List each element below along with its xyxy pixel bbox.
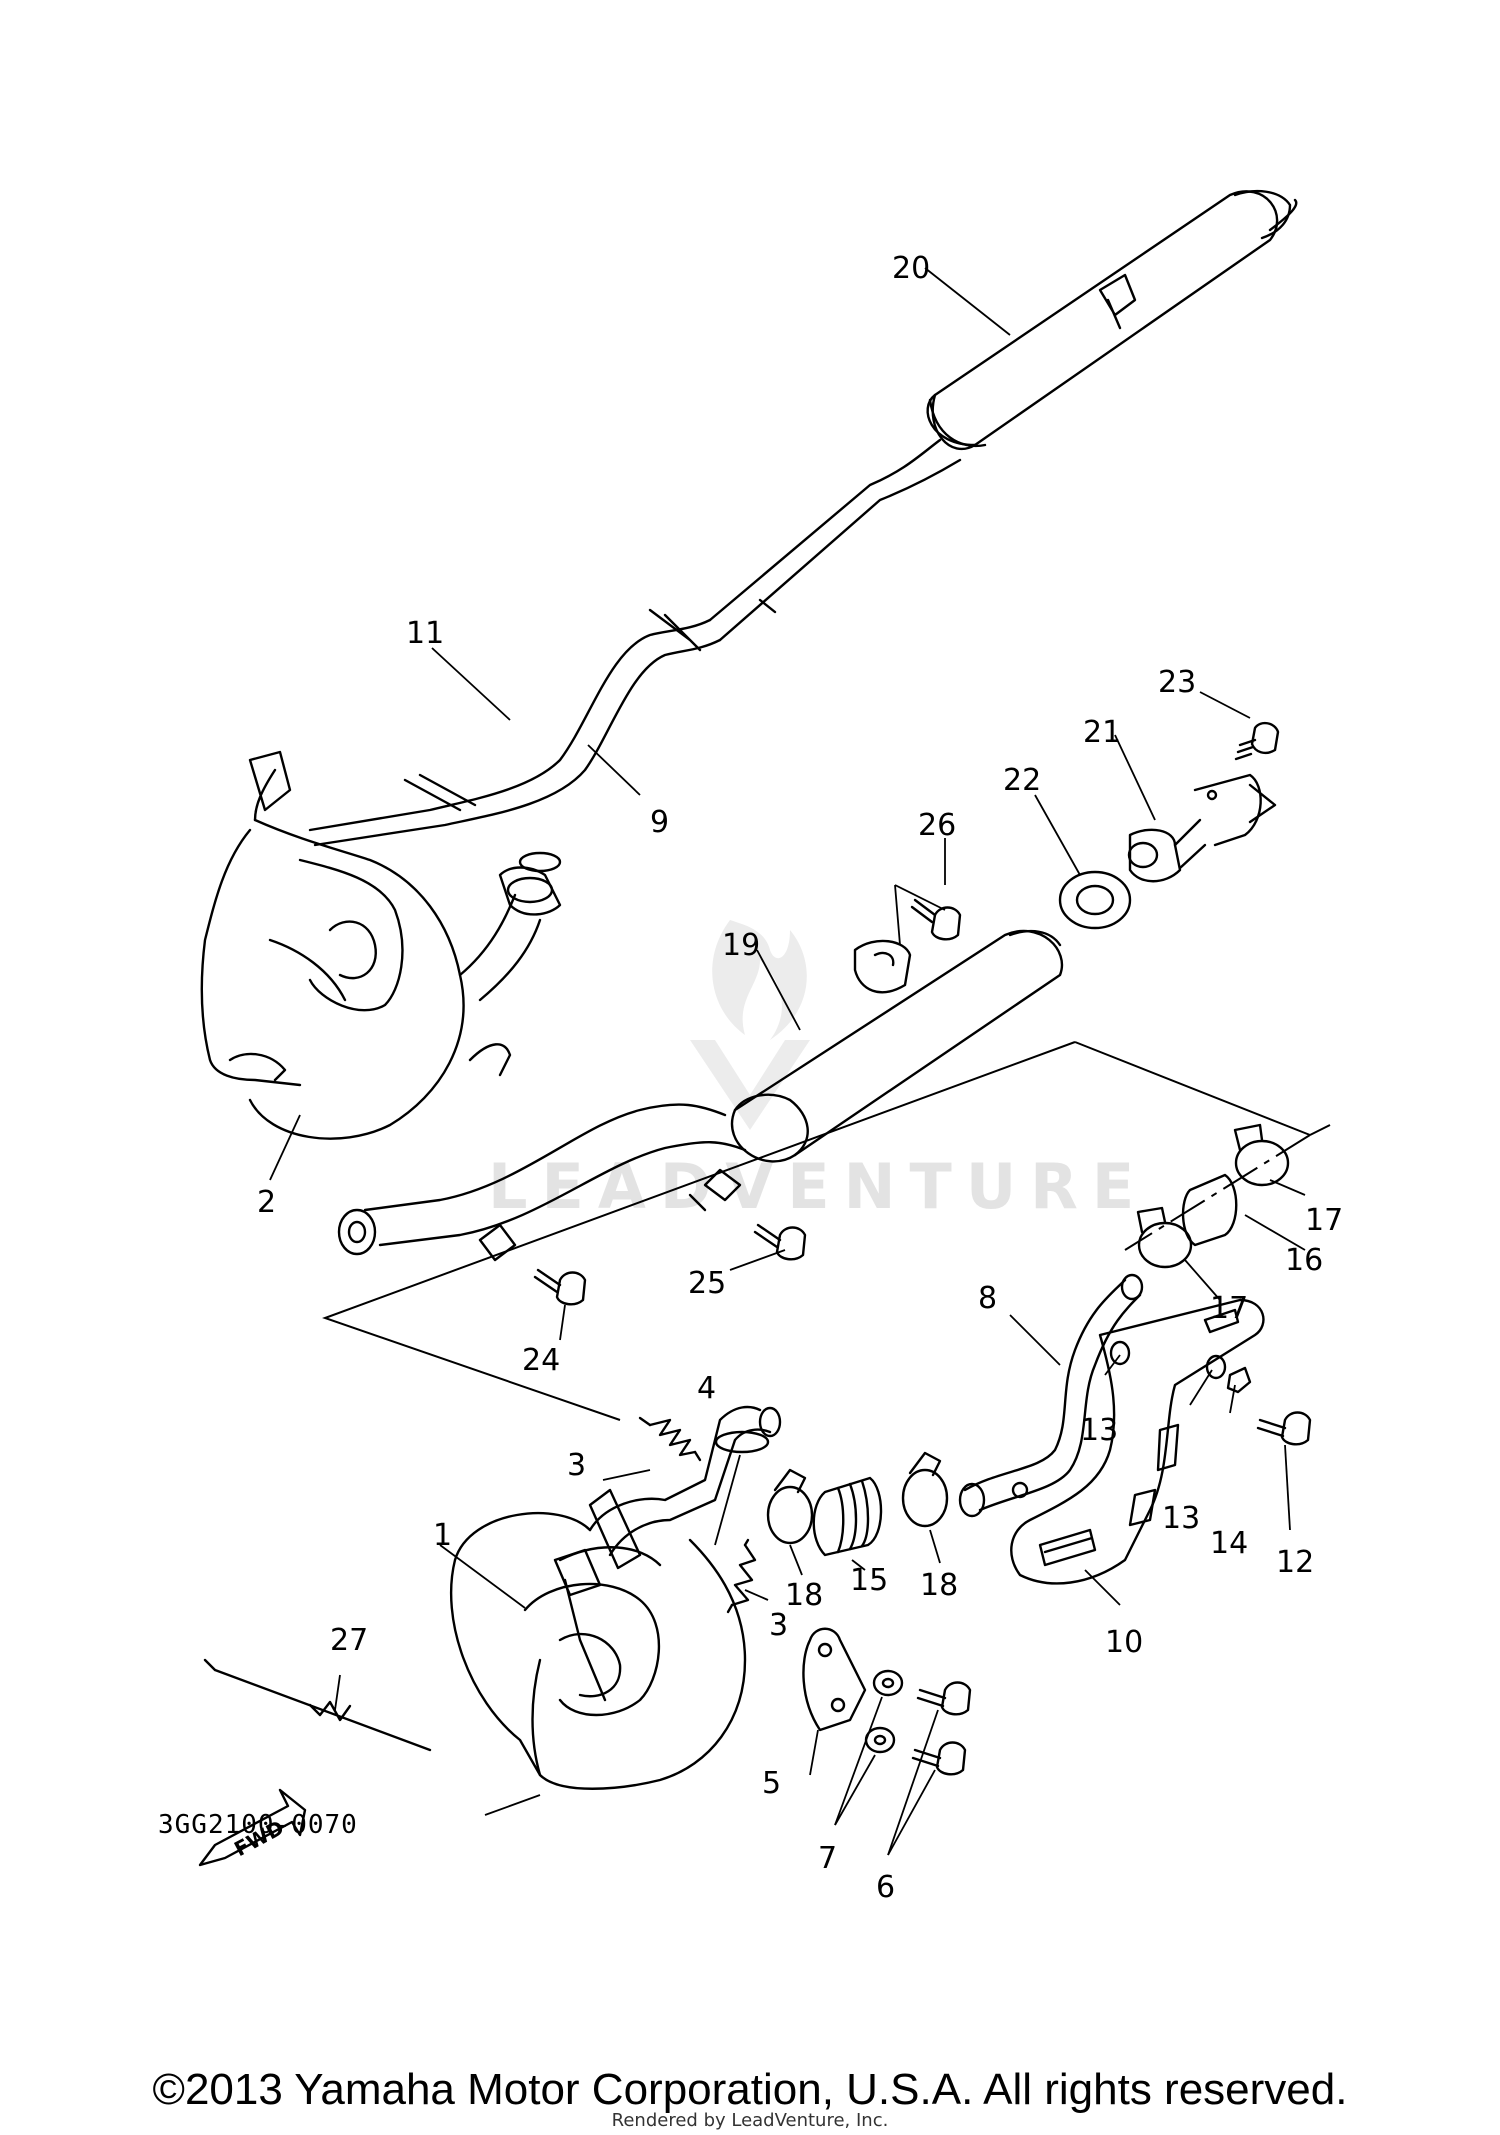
rendered-by-notice: Rendered by LeadVenture, Inc. [611,2110,889,2131]
callout-18b: 18 [920,1568,958,1603]
callout-13a: 13 [1080,1413,1118,1448]
joint-15 [812,1476,883,1557]
callout-3b: 3 [769,1608,788,1643]
chamber-1 [450,1405,782,1790]
callout-13b: 13 [1162,1501,1200,1536]
callout-17b: 17 [1210,1291,1248,1326]
callout-8: 8 [978,1281,997,1316]
callout-21: 21 [1083,715,1121,750]
callout-18a: 18 [785,1578,823,1613]
callout-17a: 17 [1305,1203,1343,1238]
callout-20: 20 [892,251,930,286]
bracket-5 [802,1627,867,1732]
callout-4: 4 [697,1371,716,1406]
bolts-6 [911,1681,972,1776]
callout-27: 27 [330,1623,368,1658]
callout-12: 12 [1276,1545,1314,1580]
callout-6: 6 [876,1870,895,1905]
callout-26: 26 [918,808,956,843]
callout-3a: 3 [567,1448,586,1483]
tailpipe-21 [1127,773,1277,883]
callout-23: 23 [1158,665,1196,700]
callout-2: 2 [257,1185,276,1220]
gasket-22 [1058,870,1132,930]
washers-13-14 [1109,1340,1252,1394]
washers-7 [864,1669,904,1754]
pipe-11-9 [248,438,962,847]
callout-7: 7 [818,1841,837,1876]
watermark: LEADVENTURE [488,920,1148,1223]
callout-22: 22 [1003,763,1041,798]
watermark-text: LEADVENTURE [488,1150,1148,1223]
callout-11: 11 [406,616,444,651]
copyright-notice: ©2013 Yamaha Motor Corporation, U.S.A. A… [152,2065,1348,2114]
bolt-23 [1234,721,1280,761]
callout-15: 15 [850,1563,888,1598]
o-ring-4 [714,1430,770,1454]
leader-lines [269,267,1306,1856]
callout-14: 14 [1210,1526,1248,1561]
drawing-code: 3GG2100-0070 [158,1810,358,1840]
clamps-18 [766,1451,949,1545]
muffler-19 [337,929,1063,1262]
heat-protector-10 [1010,1298,1265,1585]
callout-1: 1 [433,1518,452,1553]
callout-10: 10 [1105,1625,1143,1660]
muffler-20 [926,189,1298,451]
bolt-25 [753,1223,807,1261]
callout-9: 9 [650,805,669,840]
rod-27 [203,1658,432,1752]
silencer-body-2 [200,818,562,1140]
pipe-8 [958,1273,1144,1518]
clamps-17-16 [1136,1123,1290,1269]
bolt-24 [533,1268,587,1306]
callout-5: 5 [762,1766,781,1801]
callout-16: 16 [1285,1243,1323,1278]
bolt-12 [1256,1411,1312,1446]
callout-24: 24 [522,1343,560,1378]
callout-labels: 20 11 9 2 23 21 22 26 19 25 24 17 16 17 … [257,251,1343,1905]
springs-3 [638,1416,757,1614]
callout-19: 19 [722,928,760,963]
callout-25: 25 [688,1266,726,1301]
